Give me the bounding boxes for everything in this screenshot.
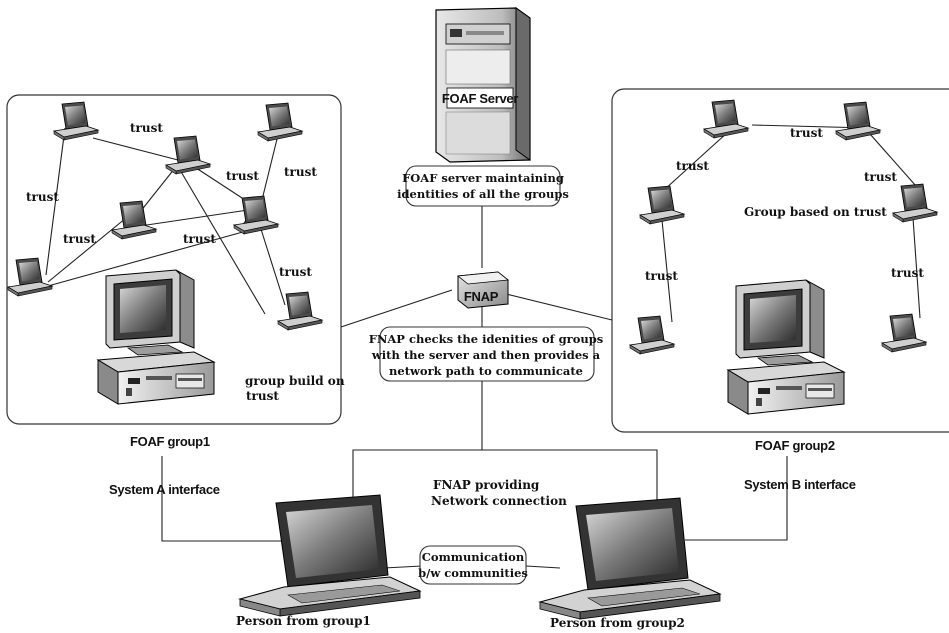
group1-interface: System A interface <box>109 482 220 497</box>
group1-laptop-7 <box>277 291 323 331</box>
trust-label: trust <box>183 232 216 246</box>
group1-caption-line-1: group build on <box>245 374 345 388</box>
fnap-callout-line-3: network path to communicate <box>389 364 583 378</box>
person-group1-label: Person from group1 <box>236 614 371 628</box>
group1-laptop-6 <box>7 257 53 297</box>
server-callout-line-2: identities of all the groups <box>397 187 569 201</box>
fnap-callout-line-2: with the server and then provides a <box>371 348 601 362</box>
server-callout-line-1: FOAF server maintaining <box>402 171 564 185</box>
trust-label: trust <box>226 169 259 183</box>
group2-name: FOAF group2 <box>755 438 835 453</box>
fnap-callout: FNAP checks the idenities of groups with… <box>369 326 604 382</box>
group1-trust-labels: trust trust trust trust trust trust trus… <box>26 121 317 279</box>
group2-trust-links <box>661 124 921 323</box>
trust-label: trust <box>645 269 678 283</box>
group1-laptop-2 <box>165 135 211 175</box>
person-group2-laptop <box>539 497 721 620</box>
trust-label: trust <box>864 170 897 184</box>
person-group1-laptop <box>239 494 421 617</box>
trust-label: trust <box>790 126 823 140</box>
group2-laptop-2 <box>835 101 881 141</box>
trust-label: trust <box>284 165 317 179</box>
trust-label: trust <box>26 190 59 204</box>
trust-label: trust <box>891 266 924 280</box>
group2-desktop <box>727 279 845 415</box>
group2-frame <box>611 88 949 433</box>
group2-laptop-6 <box>881 313 927 353</box>
group1-laptop-3 <box>257 102 303 142</box>
server-label: FOAF Server <box>442 91 518 106</box>
trust-label: trust <box>63 232 96 246</box>
fnap-label: FNAP <box>464 289 499 304</box>
group1-laptop-4 <box>111 200 157 240</box>
foaf-server: FOAF Server <box>435 7 531 163</box>
connection-label-line-1: FNAP providing <box>433 478 540 492</box>
group2-laptop-5 <box>629 315 675 355</box>
group1-frame <box>6 94 342 425</box>
person-group2-label: Person from group2 <box>550 616 685 630</box>
group1-laptop-1 <box>53 101 99 141</box>
group1-caption-line-2: trust <box>246 389 279 403</box>
group2-laptop-1 <box>703 99 749 139</box>
trust-label: trust <box>279 265 312 279</box>
communication-callout: Communication b/w communities <box>418 545 528 585</box>
communication-line-2: b/w communities <box>418 566 528 580</box>
group1-desktop <box>97 269 215 405</box>
connection-label-line-2: Network connection <box>431 494 567 508</box>
group2-laptop-3 <box>639 185 685 225</box>
group1-name: FOAF group1 <box>130 434 210 449</box>
trust-label: trust <box>676 159 709 173</box>
group1-laptop-5 <box>233 195 279 235</box>
group2-interface: System B interface <box>744 477 856 492</box>
group2-caption: Group based on trust <box>744 205 887 219</box>
group2-trust-labels: trust trust trust trust trust <box>645 126 924 283</box>
fnap-node: FNAP <box>456 271 510 309</box>
network-links <box>161 205 788 569</box>
fnap-callout-line-1: FNAP checks the idenities of groups <box>369 332 604 346</box>
trust-label: trust <box>130 121 163 135</box>
communication-line-1: Communication <box>422 550 525 564</box>
group2-laptop-4 <box>892 183 938 223</box>
server-callout: FOAF server maintaining identities of al… <box>397 165 569 207</box>
